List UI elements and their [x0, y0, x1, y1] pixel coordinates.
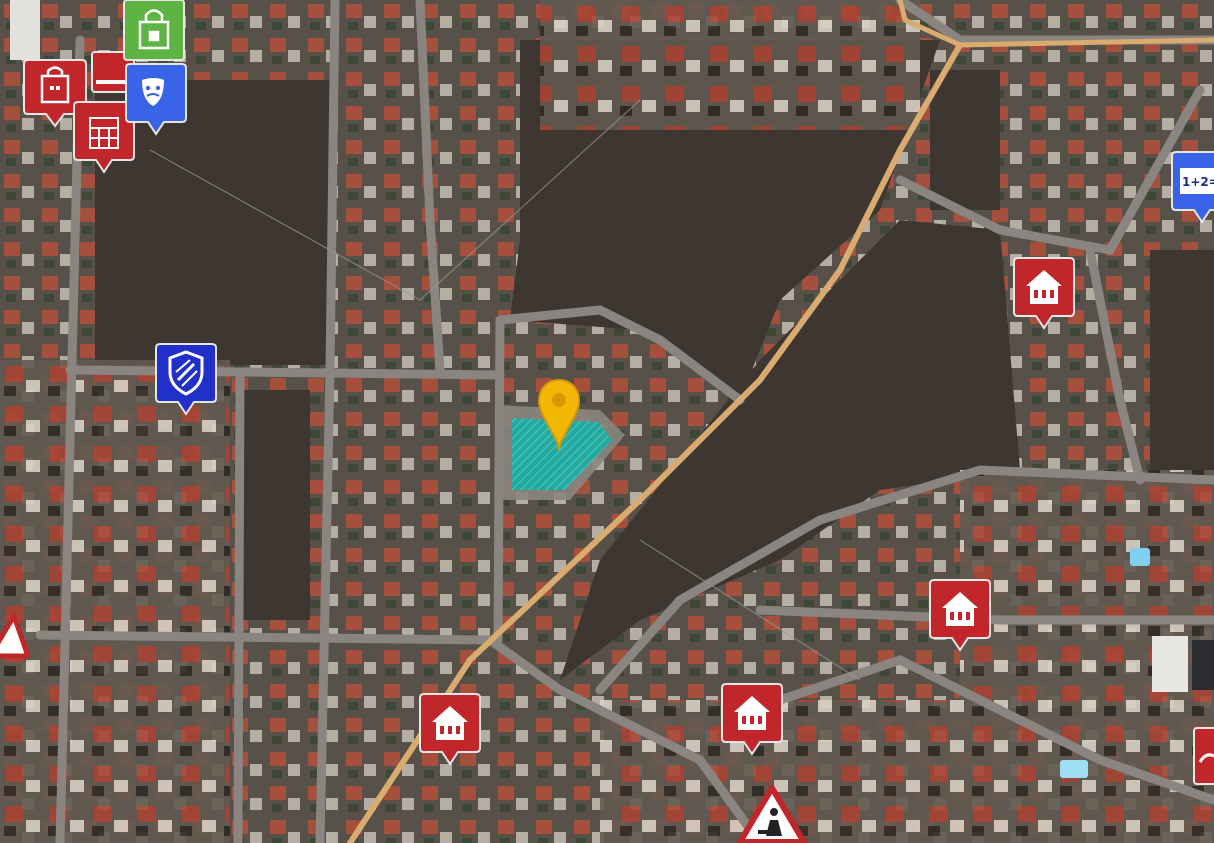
edge-marker-right[interactable] — [1192, 726, 1214, 790]
warning-marker-left[interactable] — [0, 612, 30, 660]
roadwork-icon — [758, 808, 782, 836]
white-building — [1152, 636, 1188, 692]
residence-marker-4[interactable] — [418, 692, 482, 768]
residence-marker-2[interactable] — [928, 578, 992, 654]
calculator-icon — [89, 117, 119, 149]
theatre-masks-icon — [142, 78, 164, 106]
house-icon — [432, 706, 468, 740]
school-marker[interactable]: 1+2= — [1170, 150, 1214, 226]
dark-building — [1192, 640, 1214, 690]
main-road — [347, 0, 1214, 843]
house-icon — [942, 592, 978, 626]
math-board-icon: 1+2= — [1180, 168, 1214, 194]
shopping-bag-icon — [96, 80, 130, 84]
shopping-marker[interactable] — [22, 58, 88, 130]
residence-marker-3[interactable] — [720, 682, 784, 758]
house-icon — [734, 696, 770, 730]
green-shop-marker[interactable] — [122, 0, 186, 62]
roadwork-marker[interactable] — [736, 784, 808, 843]
shield-icon — [168, 350, 204, 396]
grid-lines — [149, 99, 861, 681]
shopping-bag-icon — [40, 66, 70, 104]
location-pin[interactable] — [536, 378, 582, 452]
shop-icon — [138, 9, 170, 50]
map-pin-icon — [537, 378, 581, 451]
house-icon — [1026, 270, 1062, 304]
shopping-marker-2[interactable] — [90, 50, 136, 94]
school-marker-label: 1+2= — [1182, 175, 1214, 189]
pool — [1060, 760, 1088, 778]
local-roads — [35, 0, 1214, 843]
selected-parcel[interactable] — [495, 405, 625, 500]
pool — [1130, 548, 1150, 566]
residence-marker-1[interactable] — [1012, 256, 1076, 332]
white-building — [10, 0, 40, 60]
police-marker[interactable] — [154, 342, 218, 416]
calculator-marker[interactable] — [72, 100, 136, 176]
theatre-marker[interactable] — [124, 62, 188, 138]
warning-icon — [1198, 753, 1214, 763]
